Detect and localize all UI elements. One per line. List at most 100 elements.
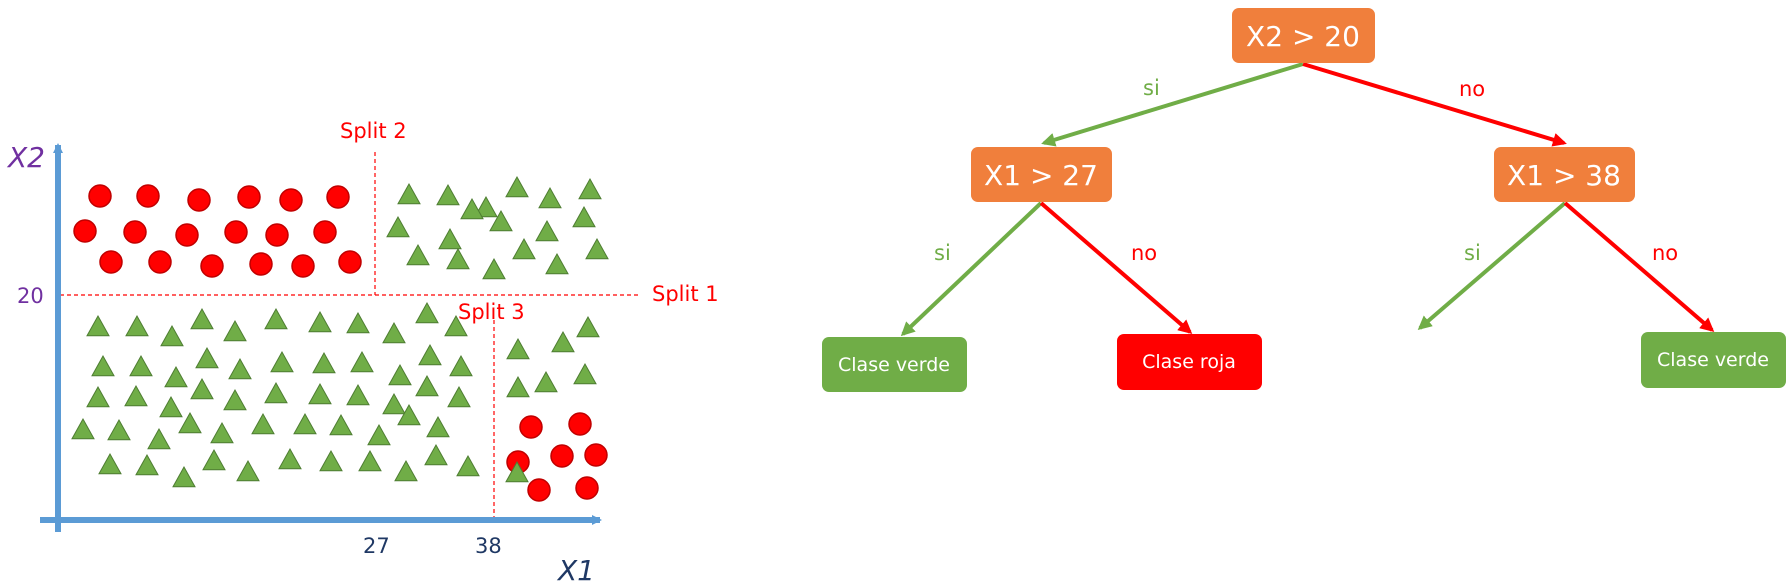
green-triangle-point bbox=[388, 363, 412, 386]
x-tick-27: 27 bbox=[363, 534, 390, 558]
green-triangles bbox=[71, 175, 609, 488]
green-triangle-point bbox=[506, 375, 530, 398]
leaf-left-left: Clase verde bbox=[822, 337, 967, 392]
red-circle-point bbox=[326, 185, 350, 209]
green-triangle-point bbox=[397, 403, 421, 426]
node-right-label: X1 > 38 bbox=[1507, 159, 1621, 192]
green-triangle-point bbox=[415, 374, 439, 397]
green-triangle-point bbox=[538, 186, 562, 209]
red-circle-point bbox=[73, 219, 97, 243]
green-triangle-point bbox=[202, 448, 226, 471]
decision-tree: si no si no si no X2 > 20 X1 > 27 X1 > 3… bbox=[822, 8, 1786, 392]
green-triangle-point bbox=[512, 237, 536, 260]
green-triangle-point bbox=[125, 314, 149, 337]
green-triangle-point bbox=[195, 346, 219, 369]
y-axis-label: X2 bbox=[6, 141, 45, 174]
red-circle-point bbox=[99, 250, 123, 274]
green-triangle-point bbox=[545, 252, 569, 275]
edge-label-right-yes: si bbox=[1464, 241, 1481, 265]
edge-right-yes bbox=[1417, 201, 1567, 330]
green-triangle-point bbox=[444, 314, 468, 337]
green-triangle-point bbox=[447, 385, 471, 408]
green-triangle-point bbox=[190, 307, 214, 330]
red-circle-point bbox=[200, 254, 224, 278]
red-circle-point bbox=[519, 415, 543, 439]
green-triangle-point bbox=[86, 385, 110, 408]
green-triangle-point bbox=[573, 362, 597, 385]
green-triangle-point bbox=[71, 417, 95, 440]
green-triangle-point bbox=[474, 195, 498, 218]
green-triangle-point bbox=[578, 177, 602, 200]
x-tick-38: 38 bbox=[475, 534, 502, 558]
green-triangle-point bbox=[147, 427, 171, 450]
red-circle-point bbox=[249, 252, 273, 276]
red-circle-point bbox=[88, 184, 112, 208]
x-axis-label: X1 bbox=[556, 554, 595, 585]
edge-label-left-no: no bbox=[1131, 241, 1157, 265]
green-triangle-point bbox=[424, 443, 448, 466]
node-left: X1 > 27 bbox=[971, 147, 1112, 202]
green-triangle-point bbox=[386, 215, 410, 238]
green-triangle-point bbox=[190, 377, 214, 400]
leaf-left-left-label: Clase verde bbox=[838, 354, 950, 376]
green-triangle-point bbox=[426, 415, 450, 438]
green-triangle-point bbox=[585, 237, 609, 260]
green-triangle-point bbox=[98, 452, 122, 475]
red-circle-point bbox=[550, 444, 574, 468]
green-triangle-point bbox=[159, 395, 183, 418]
green-triangle-point bbox=[228, 357, 252, 380]
red-circle-point bbox=[279, 188, 303, 212]
green-triangle-point bbox=[91, 354, 115, 377]
green-triangle-point bbox=[178, 411, 202, 434]
green-triangle-point bbox=[350, 350, 374, 373]
split-2-label: Split 2 bbox=[340, 119, 407, 143]
red-circle-point bbox=[568, 412, 592, 436]
green-triangle-point bbox=[308, 382, 332, 405]
red-circle-point bbox=[291, 254, 315, 278]
node-left-label: X1 > 27 bbox=[984, 159, 1098, 192]
edge-root-left bbox=[1041, 62, 1304, 147]
node-root: X2 > 20 bbox=[1232, 8, 1375, 63]
green-triangle-point bbox=[415, 301, 439, 324]
red-circle-point bbox=[584, 443, 608, 467]
green-triangle-point bbox=[308, 310, 332, 333]
split-1-label: Split 1 bbox=[652, 282, 719, 306]
red-circles bbox=[73, 184, 608, 502]
green-triangle-point bbox=[438, 227, 462, 250]
green-triangle-point bbox=[278, 447, 302, 470]
green-triangle-point bbox=[293, 412, 317, 435]
edge-right-no bbox=[1563, 201, 1715, 332]
leaf-left-right: Clase roja bbox=[1117, 334, 1262, 390]
green-triangle-point bbox=[264, 381, 288, 404]
edge-root-right bbox=[1302, 62, 1567, 147]
edge-left-yes bbox=[900, 201, 1043, 337]
green-triangle-point bbox=[382, 321, 406, 344]
red-circle-point bbox=[338, 250, 362, 274]
green-triangle-point bbox=[382, 392, 406, 415]
green-triangle-point bbox=[358, 449, 382, 472]
green-triangle-point bbox=[86, 314, 110, 337]
green-triangle-point bbox=[210, 421, 234, 444]
green-triangle-point bbox=[264, 307, 288, 330]
green-triangle-point bbox=[135, 453, 159, 476]
red-circle-point bbox=[224, 220, 248, 244]
green-triangle-point bbox=[535, 219, 559, 242]
green-triangle-point bbox=[236, 459, 260, 482]
red-circle-point bbox=[148, 250, 172, 274]
green-triangle-point bbox=[107, 418, 131, 441]
leaf-left-right-label: Clase roja bbox=[1142, 351, 1236, 373]
green-triangle-point bbox=[164, 365, 188, 388]
green-triangle-point bbox=[576, 315, 600, 338]
green-triangle-point bbox=[406, 243, 430, 266]
split-3-label: Split 3 bbox=[458, 300, 525, 324]
green-triangle-point bbox=[436, 183, 460, 206]
green-triangle-point bbox=[506, 337, 530, 360]
green-triangle-point bbox=[397, 182, 421, 205]
edge-left-no bbox=[1039, 201, 1193, 334]
green-triangle-point bbox=[449, 354, 473, 377]
green-triangle-point bbox=[270, 350, 294, 373]
green-triangle-point bbox=[505, 175, 529, 198]
green-triangle-point bbox=[160, 324, 184, 347]
scatter-plot: X2 X1 20 27 38 Split 1 Split 2 Split 3 bbox=[6, 119, 719, 585]
node-root-label: X2 > 20 bbox=[1246, 20, 1360, 53]
